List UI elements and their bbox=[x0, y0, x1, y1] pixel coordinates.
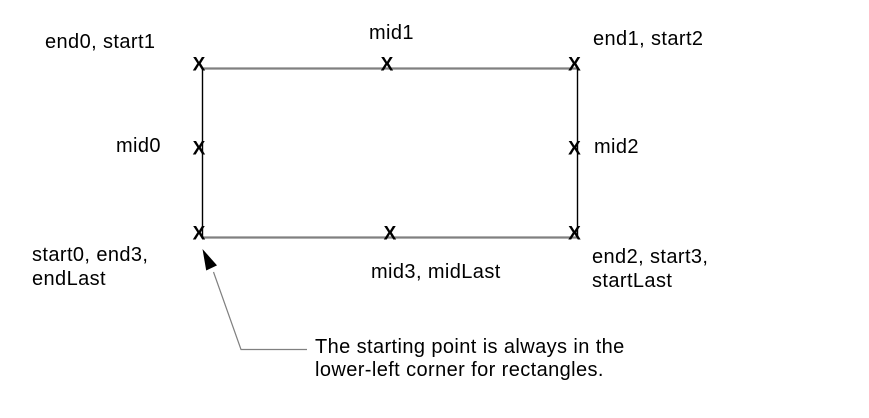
label-top-left-point: end0, start1 bbox=[45, 31, 156, 53]
label-bottom-left-point: start0, end3, endLast bbox=[32, 243, 148, 291]
callout-leader-line bbox=[212, 271, 307, 351]
point-marker-bottom-middle: X bbox=[383, 223, 397, 244]
callout-note-line2: lower-left corner for rectangles. bbox=[315, 359, 604, 381]
callout-note: The starting point is always in the lowe… bbox=[315, 336, 625, 382]
point-marker-top-right: X bbox=[568, 54, 581, 75]
label-bottom-right-line1: end2, start3, bbox=[592, 246, 709, 268]
point-marker-middle-right: X bbox=[568, 138, 581, 159]
point-marker-bottom-right: X bbox=[568, 223, 581, 244]
point-marker-top-left: X bbox=[192, 54, 206, 75]
callout-arrowhead-icon bbox=[202, 249, 217, 271]
label-middle-right-point: mid2 bbox=[594, 136, 639, 158]
point-marker-top-middle: X bbox=[380, 54, 394, 75]
callout-note-line1: The starting point is always in the bbox=[315, 336, 625, 358]
label-top-right-point: end1, start2 bbox=[593, 28, 704, 50]
point-marker-middle-left: X bbox=[192, 138, 206, 159]
label-bottom-left-line1: start0, end3, bbox=[32, 244, 149, 266]
label-top-middle-point: mid1 bbox=[369, 22, 414, 44]
label-bottom-middle-point: mid3, midLast bbox=[371, 261, 501, 283]
point-marker-bottom-left: X bbox=[192, 223, 206, 244]
label-bottom-right-line2: startLast bbox=[592, 270, 673, 292]
label-bottom-right-point: end2, start3, startLast bbox=[592, 245, 708, 293]
label-middle-left-point: mid0 bbox=[116, 135, 161, 157]
label-bottom-left-line2: endLast bbox=[32, 268, 106, 290]
